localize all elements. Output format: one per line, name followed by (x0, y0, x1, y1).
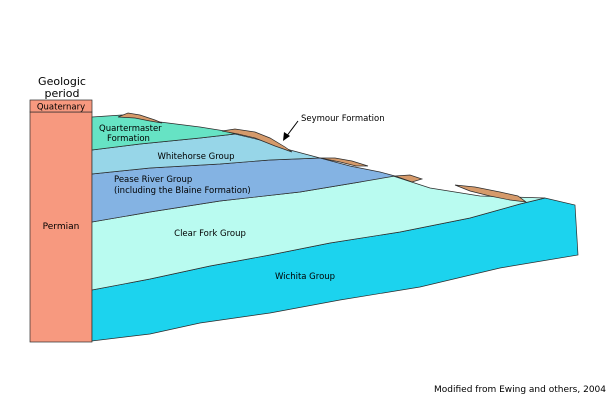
quartermaster-label-line2: Formation (107, 134, 150, 144)
quartermaster-label-line1: Quartermaster (99, 124, 162, 134)
seymour-formation-deposits (117, 112, 528, 203)
whitehorse-label: Whitehorse Group (157, 152, 234, 162)
seymour-patch (454, 184, 528, 203)
permian-label: Permian (43, 222, 80, 232)
wichita-label: Wichita Group (275, 272, 335, 282)
geologic-period-title-line1: Geologic (38, 75, 86, 88)
seymour-arrow (283, 120, 299, 141)
geologic-period-column (29, 99, 93, 343)
geologic-period-title-line2: period (44, 87, 79, 100)
seymour-patch (394, 174, 424, 183)
pease-river-label-line1: Pease River Group (114, 175, 192, 185)
quaternary-label: Quaternary (37, 103, 85, 113)
seymour-patch (221, 128, 293, 153)
quaternary-box (29, 99, 93, 113)
clear-fork-label: Clear Fork Group (174, 229, 246, 239)
credit-note: Modified from Ewing and others, 2004 (434, 385, 606, 395)
seymour-patch (319, 157, 369, 167)
seymour-label: Seymour Formation (301, 114, 385, 124)
seymour-patch (117, 112, 163, 124)
pease-river-label-line2: (including the Blaine Formation) (114, 186, 251, 196)
permian-column (29, 111, 93, 343)
